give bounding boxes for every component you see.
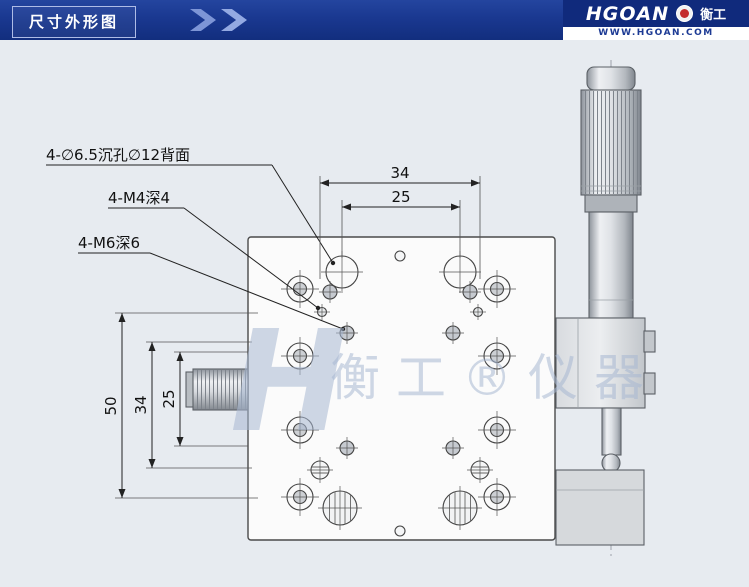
hole-notch: [394, 525, 406, 537]
micrometer-tip: [601, 453, 621, 473]
micrometer-clamp-block: [555, 317, 646, 409]
chevron-right-icon: [190, 9, 216, 31]
dimension-left-34: 34: [132, 341, 252, 469]
brand-name-cn: 衡工: [700, 8, 727, 23]
dimension-drawing-area: 4-∅6.5沉孔∅12背面 4-M4深4 4-M6深6 34 25 50: [0, 40, 749, 587]
micrometer-spindle: [601, 407, 622, 456]
watermark-text: 衡工®仪器: [330, 349, 660, 407]
page-header: 尺寸外形图 HGOAN 衡工 WWW.HGOAN.COM: [0, 0, 749, 40]
left-knob: [185, 368, 249, 411]
watermark: H 衡工®仪器: [230, 301, 660, 464]
mount-bracket: [555, 469, 645, 546]
m4-label: 4-M4深4: [108, 189, 170, 207]
dimension-left-50: 50: [102, 312, 258, 499]
dimension-top-25: 25: [341, 188, 461, 258]
dimension-top-34: 34: [319, 164, 481, 279]
dimension-left-25: 25: [160, 351, 248, 447]
dim-value: 50: [102, 396, 120, 415]
dim-value: 34: [390, 164, 409, 182]
brand-logo-icon: [676, 5, 694, 22]
dim-value: 34: [132, 395, 150, 414]
header-chevrons: [190, 9, 247, 31]
dim-value: 25: [391, 188, 410, 206]
dimension-drawing: 4-∅6.5沉孔∅12背面 4-M4深4 4-M6深6 34 25 50: [46, 60, 660, 556]
chevron-right-icon: [221, 9, 247, 31]
brand-name: HGOAN: [585, 2, 670, 25]
page-title: 尺寸外形图: [12, 6, 137, 38]
brand-website: WWW.HGOAN.COM: [563, 27, 749, 40]
brand-block: HGOAN 衡工 WWW.HGOAN.COM: [563, 0, 749, 40]
micrometer-lock-ring: [584, 194, 638, 213]
m6-label: 4-M6深6: [78, 234, 140, 252]
annotations: 4-∅6.5沉孔∅12背面 4-M4深4 4-M6深6: [46, 146, 346, 332]
counterbore-label: 4-∅6.5沉孔∅12背面: [46, 146, 190, 164]
hole-notch: [394, 250, 406, 262]
micrometer-head: [555, 66, 656, 546]
micrometer-cap: [586, 66, 636, 91]
watermark-monogram: H: [230, 301, 347, 464]
micrometer-sleeve: [588, 211, 634, 319]
dim-value: 25: [160, 389, 178, 408]
